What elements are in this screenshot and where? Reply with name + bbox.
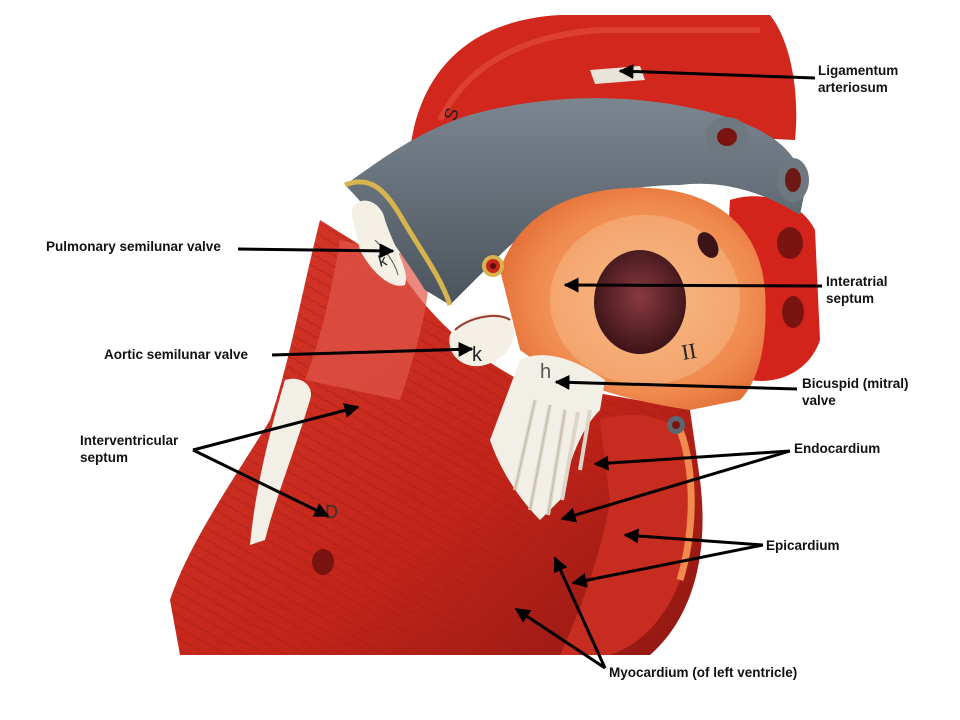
marker-roman: II <box>680 338 699 365</box>
label-pulmonary-semilunar-valve: Pulmonary semilunar valve <box>46 239 221 254</box>
arrow-epicardium-b <box>571 543 764 588</box>
label-aortic-semilunar-valve: Aortic semilunar valve <box>104 347 249 362</box>
arrow-interventricular-b <box>192 448 330 518</box>
arrow-endocardium-b <box>560 449 791 523</box>
arrow-endocardium-a <box>593 449 791 471</box>
arrow-pulmonary <box>237 243 395 259</box>
arrow-aortic <box>271 341 474 357</box>
arrow-interventricular-a <box>192 403 360 452</box>
arrow-ligamentum <box>618 63 816 80</box>
pulmonary-valve <box>351 200 406 286</box>
arrow-interatrial <box>563 277 823 293</box>
arrow-bicuspid <box>554 374 798 391</box>
marker-h: h <box>540 361 551 383</box>
arrow-epicardium-a <box>623 528 764 547</box>
label-endocardium: Endocardium <box>794 441 881 456</box>
label-myocardium: Myocardium (of left ventricle) <box>609 665 798 680</box>
arrow-myocardium-a <box>553 556 607 669</box>
arrow-myocardium-b <box>514 607 606 670</box>
label-ligamentum-arteriosum: Ligamentum arteriosum <box>818 63 899 95</box>
label-interventricular-septum: Interventricular septum <box>80 433 179 465</box>
interatrial-septum <box>594 250 686 354</box>
label-interatrial-septum: Interatrial septum <box>826 274 888 306</box>
marker-k2: k <box>472 344 483 366</box>
label-bicuspid-mitral-valve: Bicuspid (mitral) valve <box>802 376 909 408</box>
label-epicardium: Epicardium <box>766 538 840 553</box>
